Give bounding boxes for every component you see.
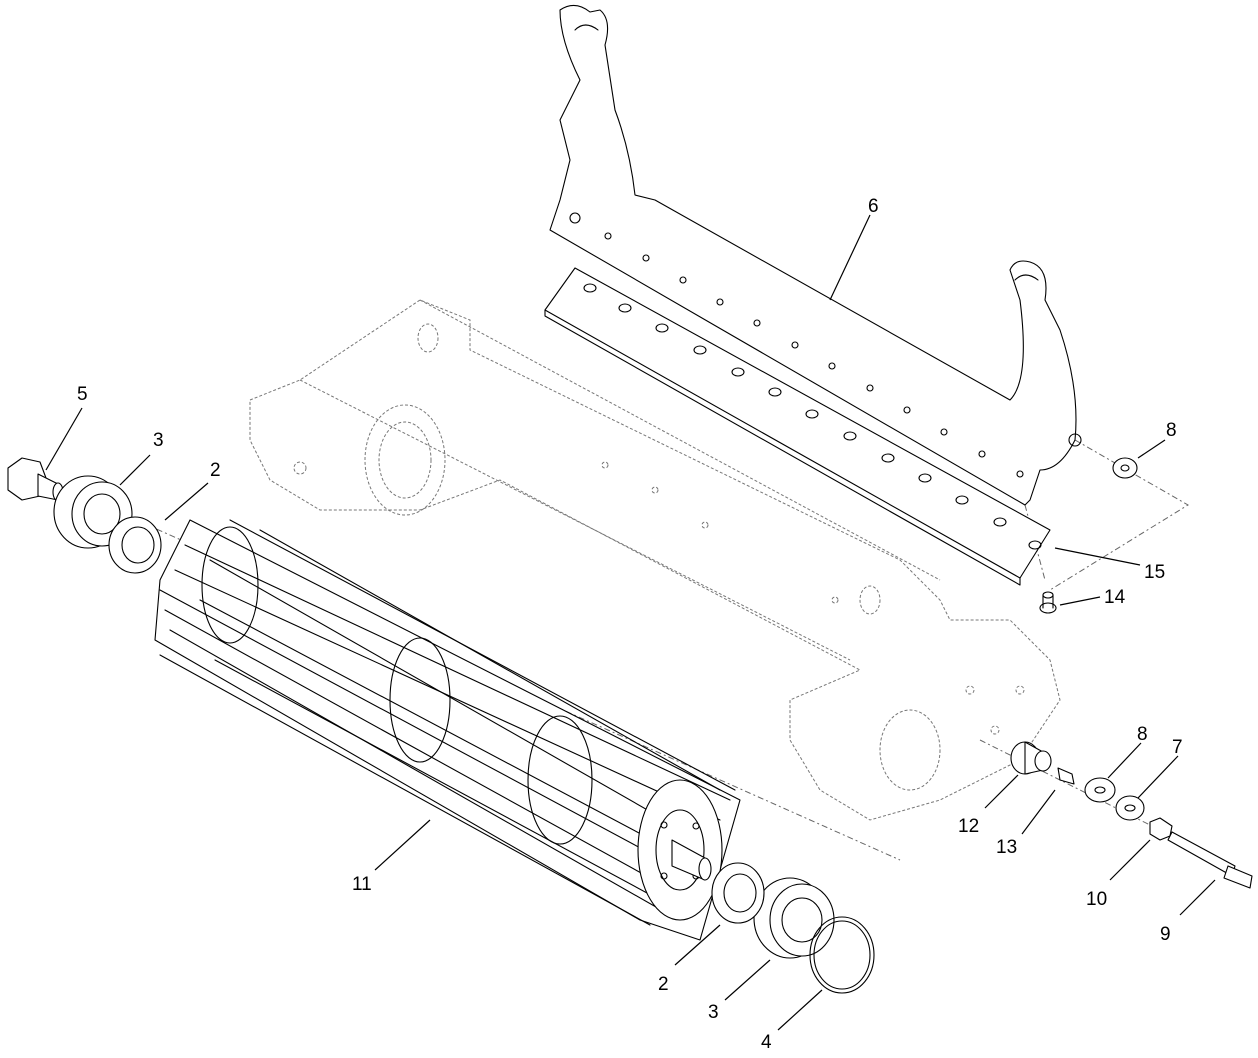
callout-12: 12 (958, 816, 979, 837)
callout-6: 6 (868, 196, 879, 217)
callout-9: 9 (1160, 924, 1171, 945)
callout-3: 3 (153, 430, 164, 451)
arm-bracket (549, 4, 1082, 506)
callout-3-lower: 3 (708, 1002, 719, 1023)
bearing-right (753, 877, 835, 959)
screw (1039, 591, 1057, 614)
nut-left (7, 457, 64, 502)
callout-5: 5 (77, 384, 88, 405)
leader-lines (45, 214, 1216, 1031)
bed-plate (544, 267, 1051, 586)
callout-11: 11 (352, 874, 372, 895)
callout-2: 2 (210, 460, 221, 481)
callout-7: 7 (1172, 737, 1183, 758)
callout-14: 14 (1104, 587, 1126, 608)
callout-13: 13 (996, 837, 1017, 858)
callout-8: 8 (1166, 420, 1177, 441)
seal-left (108, 516, 162, 574)
seal-right (711, 862, 765, 924)
washer-top (1112, 457, 1138, 479)
frame-ghost (249, 299, 1061, 821)
snap-ring (809, 916, 875, 994)
right-hardware (1010, 741, 1253, 889)
callout-4: 4 (761, 1032, 772, 1053)
callout-2-lower: 2 (658, 974, 669, 995)
callout-labels: 5 3 2 6 8 15 14 8 7 12 13 10 9 11 2 3 4 (77, 196, 1183, 1053)
callout-10: 10 (1086, 889, 1107, 910)
reel-assembly (154, 519, 741, 941)
callout-15: 15 (1144, 562, 1165, 583)
callout-8-lower: 8 (1137, 724, 1148, 745)
